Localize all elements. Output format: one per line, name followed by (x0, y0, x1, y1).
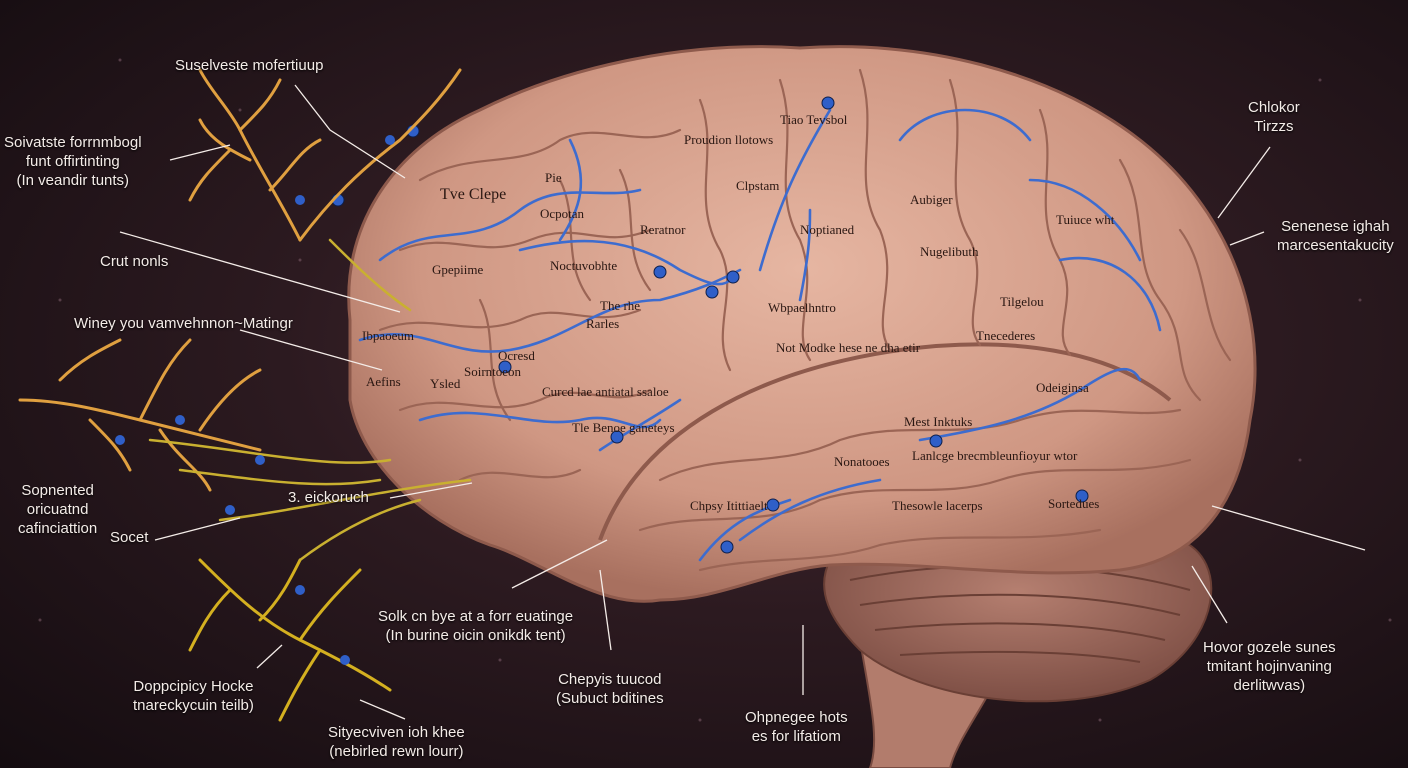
brain-label: Tilgelou (1000, 294, 1044, 309)
callout-bottom-center-2: Chepyis tuucod (Subuct bditines (556, 671, 664, 707)
brain-label: Nugelibuth (920, 244, 979, 259)
brain-label: Nonatooes (834, 454, 890, 469)
brain-label: Curcd lae antiatal ssaloe (542, 384, 669, 399)
brain-label: Noctuvobhte (550, 258, 618, 273)
gyri-folds (378, 68, 1232, 572)
brain-label: Tiao Tevsbol (780, 112, 848, 127)
brain-label: Ysled (430, 376, 461, 391)
brain-label: Gpepiime (432, 262, 484, 277)
brain-label: Sortedues (1048, 496, 1100, 511)
brain-label: Thesowle lacerps (892, 498, 983, 513)
neuron-cluster-mid (18, 338, 262, 492)
brain-label: Tve Clepe (440, 186, 507, 203)
callout-right-1: Chlokor Tirzzs (1248, 99, 1300, 135)
brain-label: Tle Benoe ganeteys (572, 420, 675, 435)
brain-label: Wbpaelhntro (768, 300, 836, 315)
background-speckles (38, 58, 1392, 722)
brain-label: Mest Inktuks (904, 414, 973, 429)
brain-label: Tnecederes (976, 328, 1036, 343)
brain-label: Ocresd (498, 348, 535, 363)
callout-top-left: Suselveste mofertiuup (175, 57, 324, 74)
brain-label: Clpstam (736, 178, 780, 193)
brain-label: Ibpaoeum (362, 328, 414, 343)
neuron-cluster-bottom (188, 558, 392, 722)
brain-label: Chpsy Itittiaelt (690, 498, 768, 513)
neural-pathways (358, 108, 1162, 562)
brain-label: Proudion llotows (684, 132, 774, 147)
neuron-dots (115, 135, 395, 665)
callout-left-3: Winey you vamvehnnon~Matingr (74, 315, 293, 332)
callout-bottom-left-2: Sityecviven ioh khee (nebirled rewn lour… (328, 724, 465, 760)
lateral-fissure (598, 342, 1172, 541)
axon-fibers (148, 238, 472, 562)
callout-bottom-center-3: Ohpnegee hots es for lifatiom (745, 709, 848, 745)
brain-label: Soirntoeon (464, 364, 522, 379)
callout-bottom-center-1: Solk cn bye at a forr euatinge (In burin… (378, 608, 574, 644)
callout-left-1: Soivatste forrnmbogl funt offirtinting (… (4, 134, 142, 189)
brain-label: Rarles (586, 316, 620, 331)
brain-label: Reratnor (640, 222, 686, 237)
callout-right-3: Hovor gozele sunes tmitant hojinvaning d… (1203, 639, 1336, 694)
brain-label: The rhe (600, 298, 641, 313)
neuron-cluster-top (188, 68, 462, 242)
brain-label: Aubiger (910, 192, 953, 207)
callout-right-2: Senenese ighah marcesentakucity (1277, 218, 1394, 254)
cerebrum (347, 45, 1257, 603)
callout-left-5: Socet (110, 529, 149, 546)
brain-label: Pie (545, 170, 562, 185)
brain-label: Odeiginsa (1036, 380, 1089, 395)
callout-mid-arrow: 3. eickoruch (288, 489, 369, 506)
callout-bottom-left-1: Doppcipicy Hocke tnareckycuin teilb) (133, 678, 254, 714)
brain-label: Not Modke hese ne dha etir (776, 340, 921, 355)
callout-left-2: Crut nonls (100, 253, 169, 270)
brain-label: Aefins (366, 374, 401, 389)
brain-label: Lanlcge brecmbleunfioyur wtor (912, 448, 1078, 463)
brain-label: Tuiuce wht (1056, 212, 1115, 227)
brain-label: Noptianed (800, 222, 855, 237)
leader-lines (119, 84, 1366, 720)
brain-label: Ocpotan (540, 206, 585, 221)
callout-left-4: Sopnented oricuatnd cafinciattion (18, 482, 98, 537)
